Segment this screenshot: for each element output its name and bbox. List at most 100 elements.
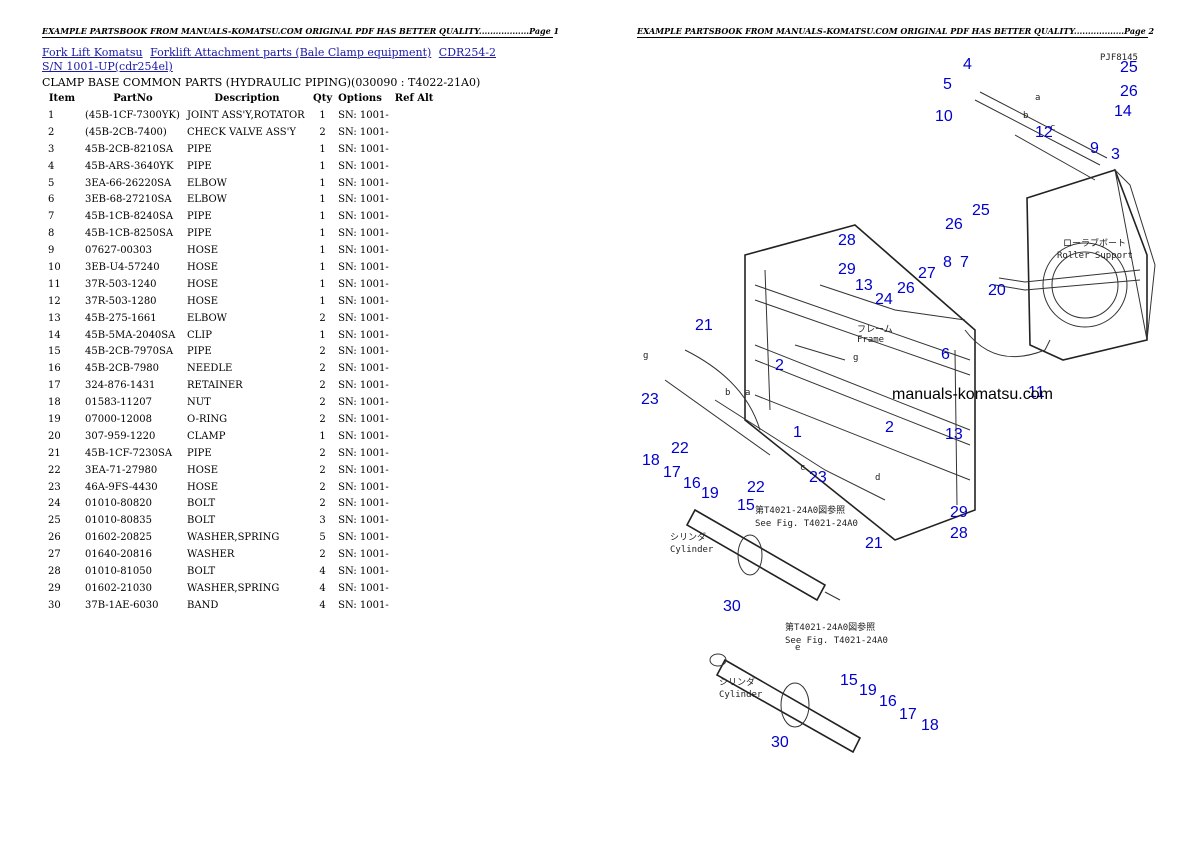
cell-partno: 324-876-1431 [85,380,156,392]
cell-options: SN: 1001- [338,329,389,341]
letter-b-2: b [725,388,730,398]
cell-options: SN: 1001- [338,211,389,223]
cell-description: CLAMP [187,430,226,442]
cell-description: ELBOW [187,194,227,206]
cell-item: 13 [48,312,61,324]
callout-23: 23 [641,391,659,408]
letter-c: c [1050,123,1055,133]
table-header-row: Item PartNo Description Qty Options Ref … [42,90,436,107]
section-title: CLAMP BASE COMMON PARTS (HYDRAULIC PIPIN… [42,76,481,89]
cell-qty: 1 [319,228,326,240]
callout-2: 2 [775,357,784,374]
cell-partno: 45B-1CB-8250SA [85,228,174,240]
cell-item: 16 [48,363,61,375]
cell-options: SN: 1001- [338,346,389,358]
breadcrumb: Fork Lift Komatsu Forklift Attachment pa… [42,46,512,74]
cell-options: SN: 1001- [338,126,389,138]
cell-item: 22 [48,464,61,476]
page-header: EXAMPLE PARTSBOOK FROM MANUALS-KOMATSU.C… [42,26,560,38]
col-header-description: Description [214,93,280,104]
cell-qty: 1 [319,211,326,223]
cell-options: SN: 1001- [338,481,389,493]
cell-options: SN: 1001- [338,549,389,561]
cell-partno: 37R-503-1240 [85,278,157,290]
callout-7: 7 [960,254,969,271]
cell-description: PIPE [187,228,212,240]
cell-options: SN: 1001- [338,160,389,172]
callout-9: 9 [1090,140,1099,157]
breadcrumb-link-forklift-komatsu[interactable]: Fork Lift Komatsu [42,46,143,59]
cell-description: CLIP [187,329,212,341]
cell-partno: 45B-ARS-3640YK [85,160,174,172]
cell-partno: 307-959-1220 [85,430,156,442]
callout-30: 30 [723,598,741,615]
letter-g-2: g [853,353,858,363]
callout-29: 29 [838,261,856,278]
cell-description: PIPE [187,160,212,172]
cell-item: 14 [48,329,61,341]
cell-partno: 01640-20816 [85,549,153,561]
cell-refalt [392,225,437,242]
cell-refalt [392,276,437,293]
callout-28b: 28 [950,525,968,542]
see-fig-jp: 第T4021-24A0図参照 [755,504,845,516]
letter-g: g [643,351,648,361]
cell-options: SN: 1001- [338,109,389,121]
cell-refalt [392,191,437,208]
callout-12: 12 [1035,124,1053,141]
cell-options: SN: 1001- [338,245,389,257]
upper-piping [819,91,1141,358]
callout-10: 10 [935,108,953,125]
breadcrumb-link-model[interactable]: CDR254-2 S/N 1001-UP(cdr254el) [42,46,497,73]
callout-18: 18 [642,452,660,469]
cell-refalt [392,512,437,529]
cell-qty: 2 [319,346,326,358]
breadcrumb-link-attachment-parts[interactable]: Forklift Attachment parts (Bale Clamp eq… [150,46,432,59]
callout-15b: 15 [840,672,858,689]
cell-description: PIPE [187,211,212,223]
cell-partno: 46A-9FS-4430 [85,481,158,493]
page-header: EXAMPLE PARTSBOOK FROM MANUALS-KOMATSU.C… [637,26,1155,38]
cell-item: 8 [48,228,55,240]
page-2: EXAMPLE PARTSBOOK FROM MANUALS-KOMATSU.C… [595,0,1190,842]
cell-description: HOSE [187,464,219,476]
cell-refalt [392,175,437,192]
cell-item: 7 [48,211,55,223]
cell-refalt [392,208,437,225]
cell-partno: 3EA-71-27980 [85,464,158,476]
cell-refalt [392,158,437,175]
cell-qty: 3 [319,515,326,527]
callout-1: 1 [793,424,802,441]
callout-26b: 26 [897,280,915,297]
cell-options: SN: 1001- [338,464,389,476]
callout-4: 4 [963,56,972,73]
cell-item: 30 [48,599,61,611]
cell-qty: 1 [319,194,326,206]
cell-options: SN: 1001- [338,565,389,577]
letter-b: b [1023,111,1028,121]
callout-25b: 25 [972,202,990,219]
cell-options: SN: 1001- [338,413,389,425]
cell-description: BOLT [187,515,216,527]
cell-item: 23 [48,481,61,493]
cell-partno: 45B-5MA-2040SA [85,329,176,341]
cell-partno: 01583-11207 [85,397,153,409]
cell-partno: 45B-275-1661 [85,312,157,324]
callout-22b: 22 [747,479,765,496]
see-fig-jp-2: 第T4021-24A0図参照 [785,621,875,633]
